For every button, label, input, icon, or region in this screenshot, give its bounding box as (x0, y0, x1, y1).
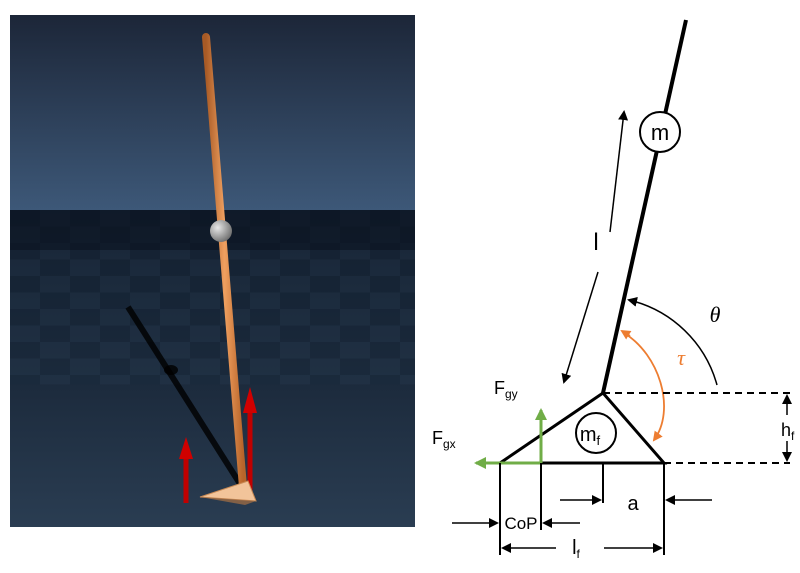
pendulum-link (601, 19, 688, 394)
body-mass-label: m (651, 120, 669, 145)
theta-arc (627, 296, 718, 386)
body-mass-circle (639, 111, 681, 153)
length-label: l (593, 229, 598, 256)
a-label: a (627, 493, 639, 515)
sim-checker-floor (10, 210, 415, 385)
foot-mass-circle (575, 412, 617, 454)
tau-arc (623, 332, 665, 442)
red-arrow-icon (179, 437, 193, 503)
sphere-icon (210, 220, 232, 242)
length-arrow (609, 110, 629, 233)
lf-label: lf (572, 537, 580, 561)
sim-pole-shadow (125, 305, 245, 489)
sim-pole (202, 33, 247, 491)
theta-label: θ (710, 302, 721, 327)
foot-mass-label: mf (580, 424, 601, 448)
fgy-label: Fgy (494, 378, 518, 401)
fgx-label: Fgx (432, 428, 456, 451)
simulation-render (10, 15, 415, 527)
hf-label: hf (781, 420, 795, 443)
red-arrow-icon (243, 387, 257, 497)
cop-label: CoP (504, 514, 537, 533)
tau-label: τ (677, 345, 686, 370)
length-arrow (561, 271, 599, 384)
